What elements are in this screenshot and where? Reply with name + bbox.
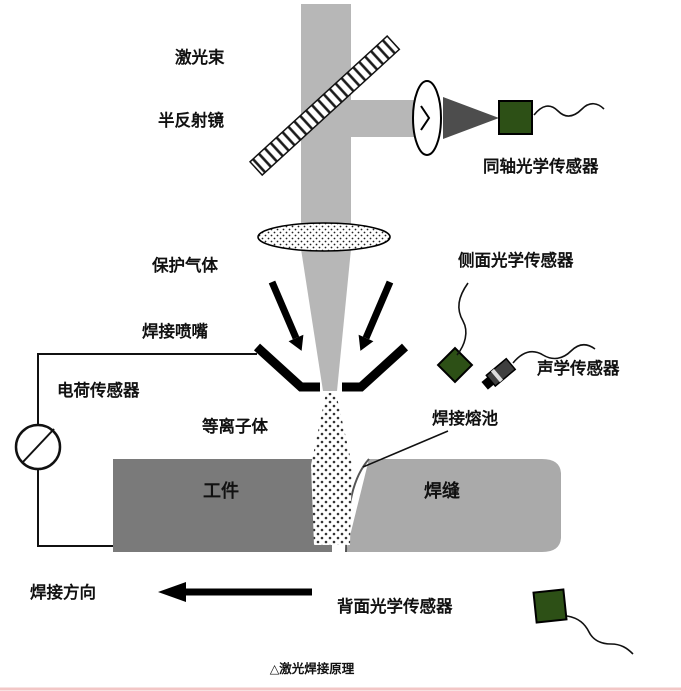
label-welding-nozzle: 焊接喷嘴 [142, 321, 209, 341]
laser-beam-focused [301, 249, 351, 391]
label-side-sensor: 侧面光学传感器 [458, 250, 574, 270]
circuit-wire-top [37, 353, 257, 425]
charge-meter-needle [21, 428, 55, 464]
label-acoustic-sensor: 声学传感器 [536, 358, 620, 378]
acoustic-mic-body [485, 357, 517, 388]
label-back-sensor: 背面光学传感器 [337, 596, 453, 616]
bottom-border-line [0, 687, 681, 691]
half-mirror [248, 35, 401, 177]
welding-nozzle [253, 343, 409, 392]
converging-beam [443, 97, 499, 139]
label-charge-sensor: 电荷传感器 [57, 380, 140, 400]
label-weld-pool: 焊接熔池 [432, 408, 499, 428]
plasma-plume [311, 393, 352, 545]
charge-sensor-circuit [14, 353, 257, 547]
gas-arrow-left-head [288, 334, 304, 351]
acoustic-mic-band [490, 368, 503, 383]
acoustic-sensor-wire [512, 343, 596, 364]
acoustic-sensor [481, 343, 596, 390]
coaxial-beam [351, 80, 499, 156]
side-sensor [436, 282, 474, 384]
nozzle-right-wall [342, 343, 409, 392]
side-sensor-body [436, 346, 474, 384]
welding-direction-arrow [158, 582, 312, 602]
label-coaxial-sensor: 同轴光学传感器 [483, 156, 599, 176]
coaxial-sensor-wire [533, 102, 605, 117]
lens-chevron-icon [420, 105, 431, 131]
back-sensor-wire [566, 615, 634, 655]
collimating-lens [412, 80, 442, 156]
label-plasma: 等离子体 [202, 416, 269, 436]
label-shielding-gas: 保护气体 [151, 255, 219, 275]
weld-seam-block [346, 459, 561, 552]
focusing-lens [257, 222, 391, 252]
coaxial-sensor [498, 100, 605, 135]
coaxial-beam-rect [351, 100, 414, 137]
label-workpiece: 工件 [203, 480, 239, 502]
side-sensor-wire [456, 282, 469, 356]
workpiece-block [113, 459, 332, 552]
label-welding-direction: 焊接方向 [30, 582, 96, 602]
shielding-gas-arrows [268, 280, 394, 351]
gas-arrow-left-shaft [268, 280, 300, 340]
caption: △激光焊接原理 [270, 661, 355, 676]
half-mirror-bar [248, 35, 401, 177]
coaxial-sensor-body [498, 100, 533, 135]
label-laser-beam: 激光束 [175, 47, 225, 67]
label-weld-seam: 焊缝 [424, 480, 460, 502]
weld-pool-pointer [362, 430, 449, 468]
nozzle-left-wall [253, 343, 320, 392]
label-half-mirror: 半反射镜 [158, 110, 225, 130]
circuit-wire-bottom [37, 469, 113, 547]
direction-arrow-head [158, 582, 186, 602]
gas-arrow-right-head [358, 334, 374, 351]
back-sensor-body [532, 588, 568, 624]
gas-arrow-right-shaft [362, 280, 394, 340]
acoustic-mic-tip [481, 376, 495, 390]
back-sensor [532, 588, 634, 655]
